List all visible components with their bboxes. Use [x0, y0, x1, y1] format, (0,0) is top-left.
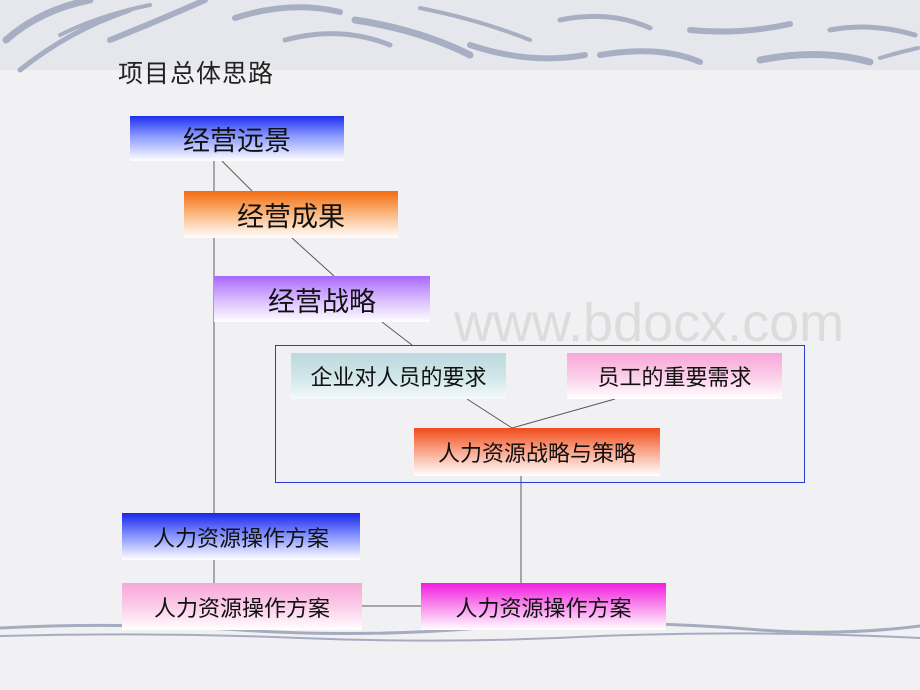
node-hr-strategy[interactable]: 人力资源战略与策略: [414, 428, 660, 476]
node-results[interactable]: 经营成果: [184, 191, 398, 238]
slide-title: 项目总体思路: [118, 59, 275, 88]
node-hr-plan-1[interactable]: 人力资源操作方案: [122, 513, 360, 560]
node-employee-needs[interactable]: 员工的重要需求: [567, 353, 782, 399]
node-vision[interactable]: 经营远景: [130, 116, 344, 161]
vision-results-connector: [221, 160, 253, 192]
node-strategy[interactable]: 经营战略: [214, 276, 430, 322]
needs-hr-connector: [511, 398, 616, 429]
results-strategy-connector: [291, 237, 335, 277]
strategy-frame-connector: [381, 321, 413, 346]
node-enterprise-requirements[interactable]: 企业对人员的要求: [291, 353, 506, 399]
node-hr-plan-3[interactable]: 人力资源操作方案: [421, 583, 666, 630]
watermark: www.bdocx.com: [454, 293, 845, 353]
requirements-hr-connector: [466, 398, 513, 429]
hr-strategy-frame: [275, 345, 805, 483]
node-hr-plan-2[interactable]: 人力资源操作方案: [122, 583, 362, 630]
